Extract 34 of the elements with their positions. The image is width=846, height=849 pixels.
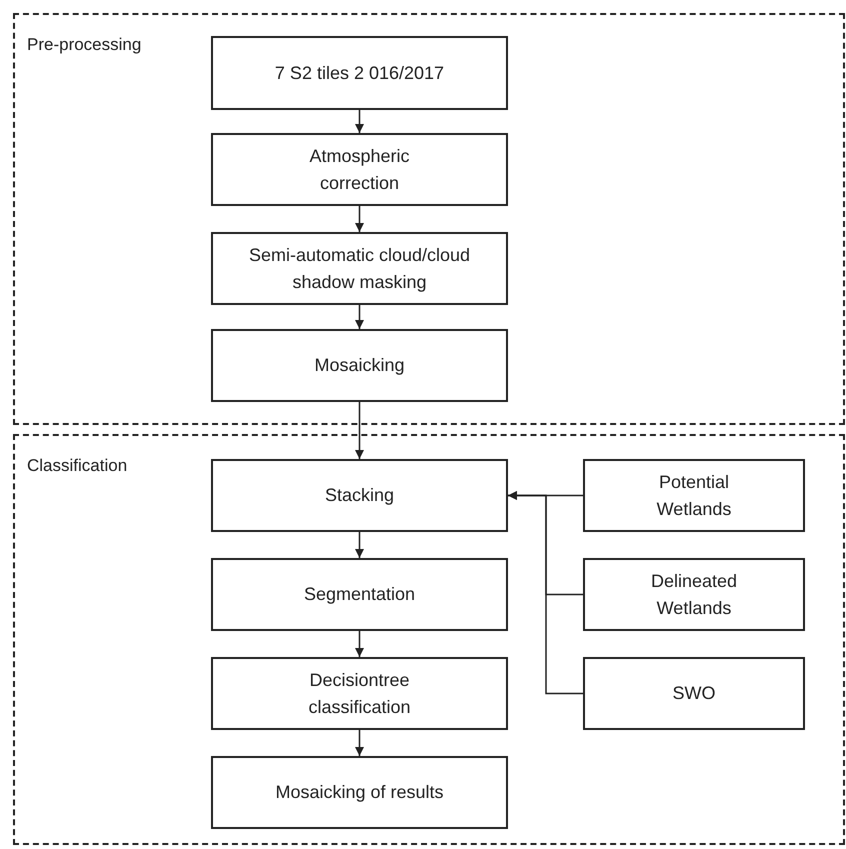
- arrow: [355, 631, 364, 657]
- box-label: Atmospheric correction: [308, 144, 411, 194]
- arrow: [355, 532, 364, 558]
- box-label: 7 S2 tiles 2 016/2017: [274, 62, 444, 84]
- process-box: [211, 558, 508, 631]
- box-label: Stacking: [324, 484, 394, 507]
- process-box: [583, 459, 805, 532]
- group-heading: Classification: [27, 456, 128, 476]
- arrow: [355, 402, 364, 459]
- process-box: [211, 329, 508, 402]
- box-label: Mosaicking of results: [275, 781, 444, 804]
- process-box: [211, 36, 508, 110]
- dashed-group-frame: [13, 434, 845, 845]
- process-box: [211, 657, 508, 730]
- box-label: Mosaicking: [314, 354, 405, 377]
- process-box: [211, 133, 508, 206]
- process-box: [211, 756, 508, 829]
- arrow: [355, 730, 364, 756]
- process-box: [583, 558, 805, 631]
- box-label: SWO: [672, 682, 716, 705]
- process-box: [211, 459, 508, 532]
- box-label: Decisiontree classification: [307, 668, 412, 718]
- arrow: [355, 206, 364, 232]
- box-label: Segmentation: [304, 583, 416, 606]
- box-label: Potential Wetlands: [656, 470, 732, 520]
- box-label: Semi-automatic cloud/cloud shadow masking: [248, 244, 472, 294]
- box-label: Delineated Wetlands: [650, 570, 738, 620]
- process-box: [211, 232, 508, 305]
- arrow: [355, 110, 364, 133]
- group-heading: Pre-processing: [27, 35, 142, 55]
- process-box: [583, 657, 805, 730]
- arrow: [508, 491, 583, 694]
- dashed-group-frame: [13, 13, 845, 425]
- arrow: [355, 305, 364, 329]
